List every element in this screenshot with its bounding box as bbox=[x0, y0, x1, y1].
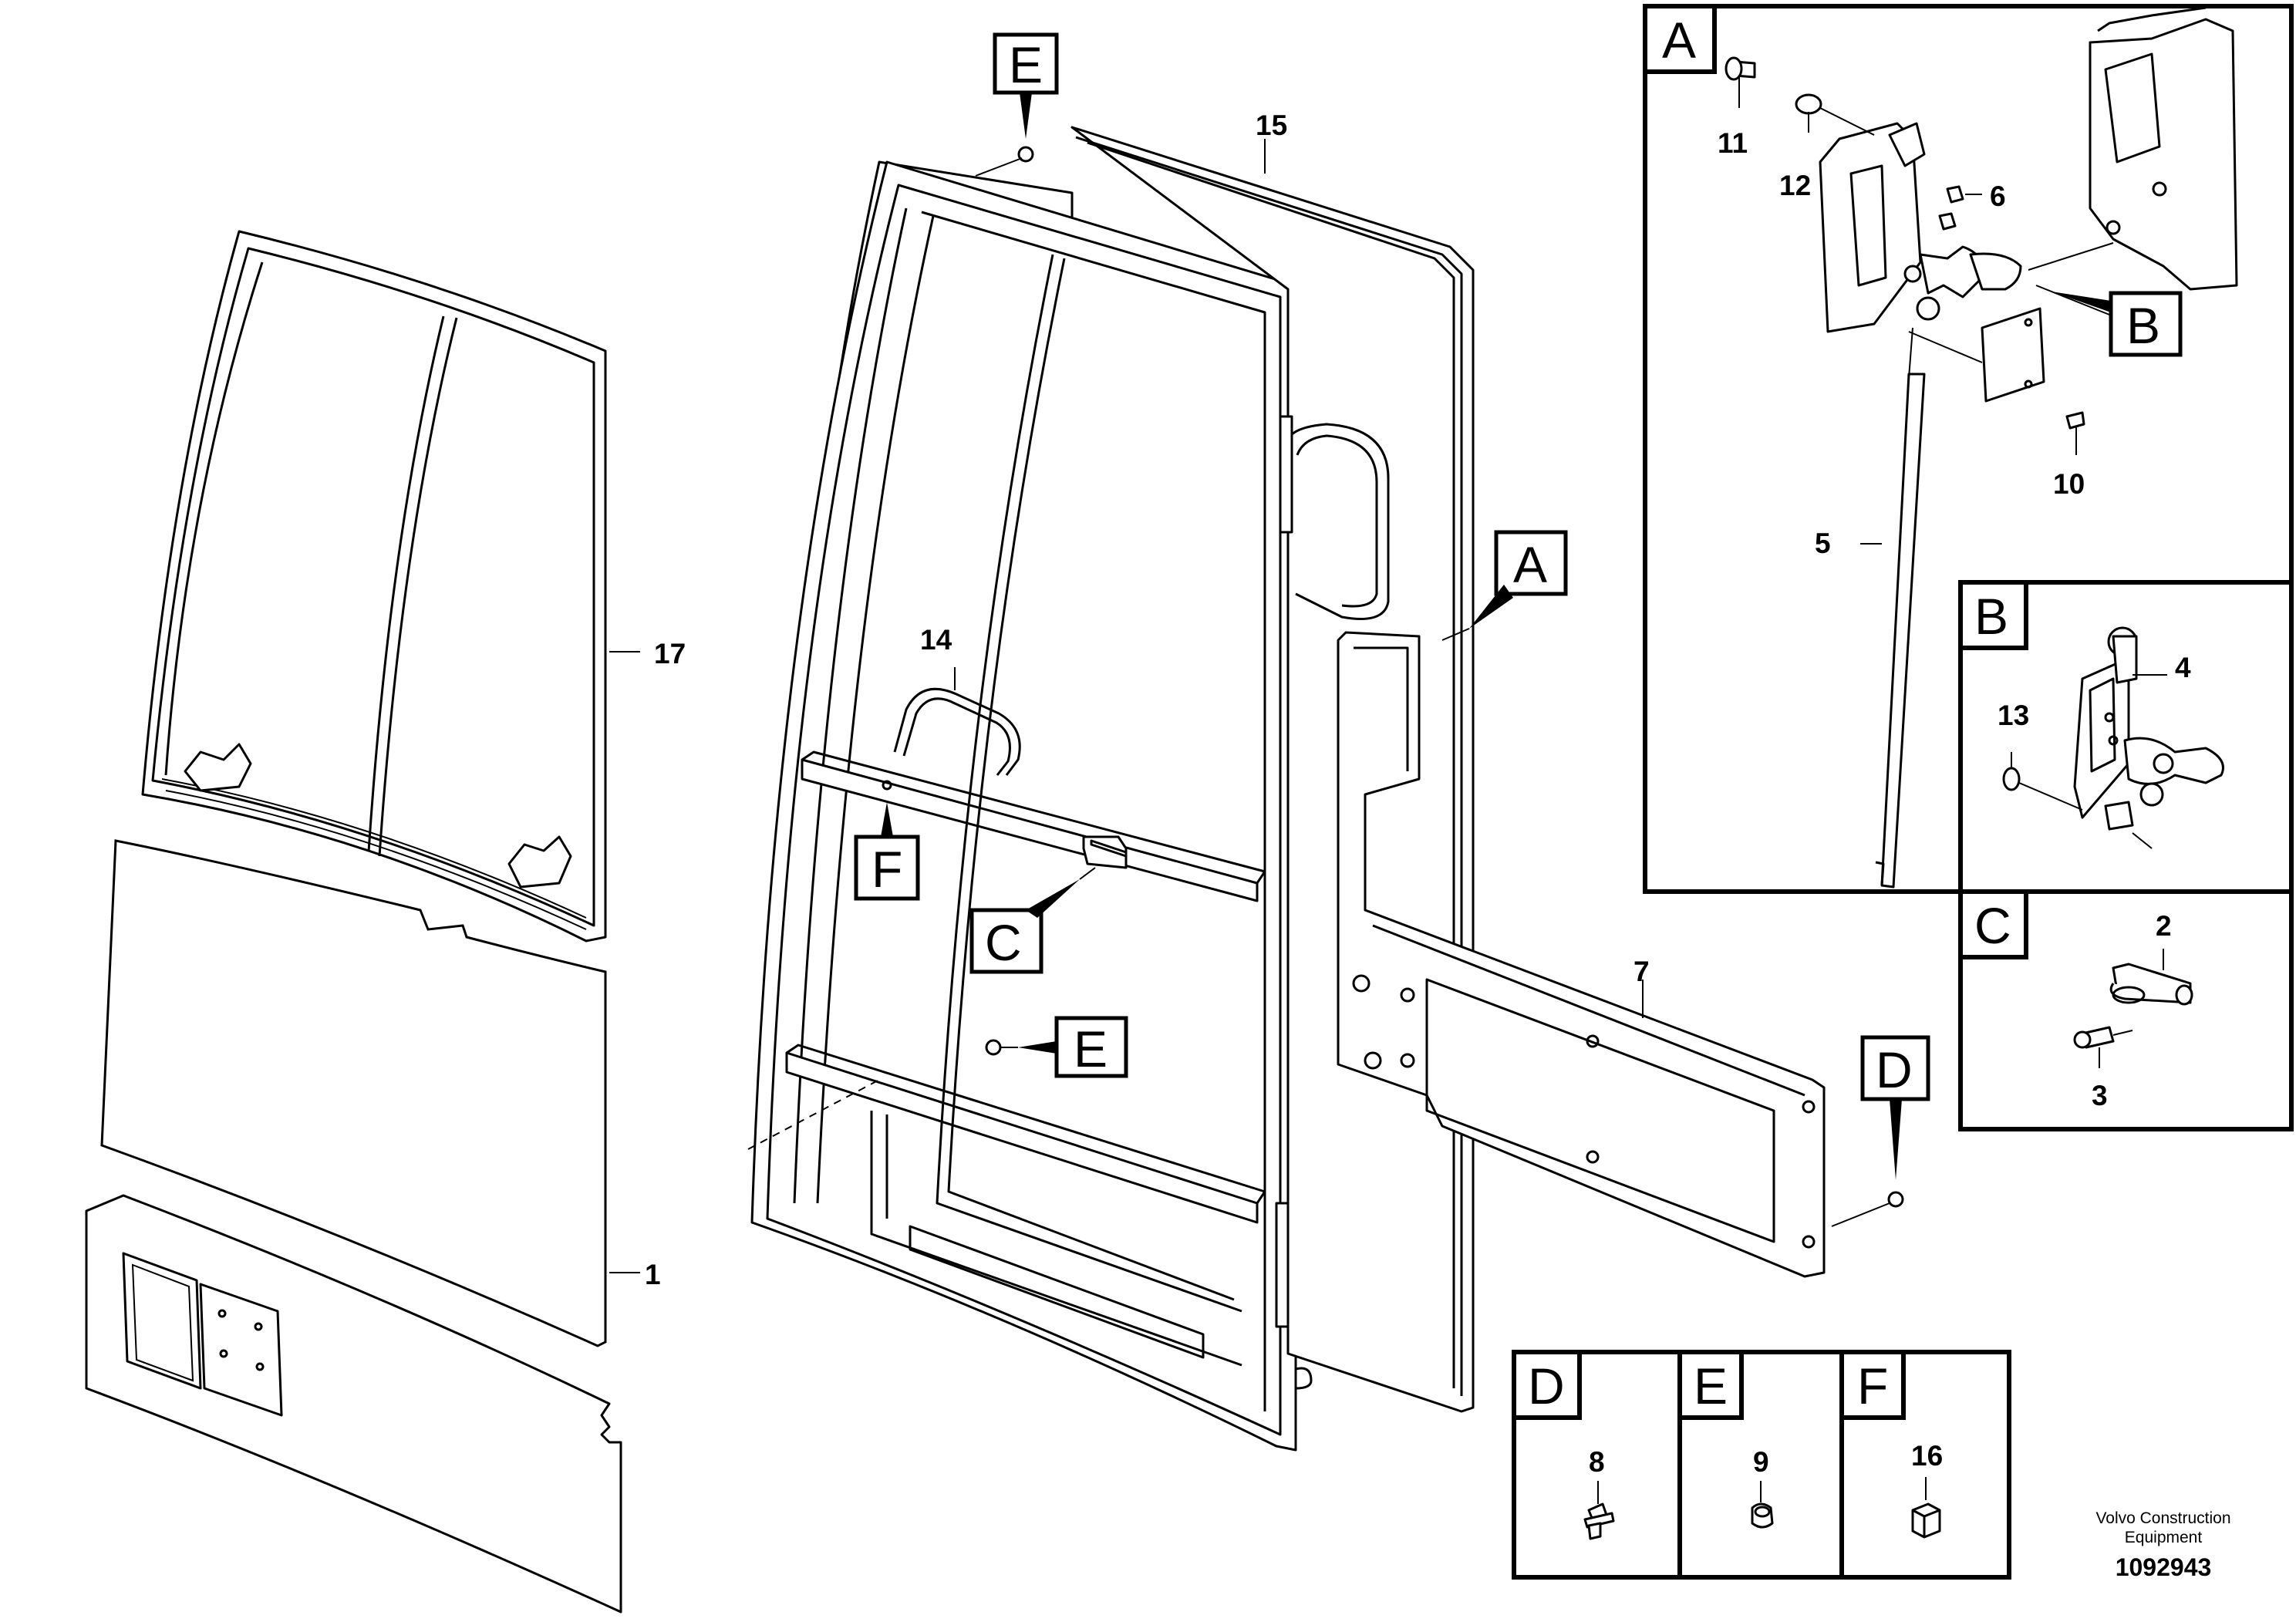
callout-10: 10 bbox=[2053, 468, 2085, 500]
svg-text:A: A bbox=[1662, 12, 1696, 69]
window-latch-left bbox=[184, 743, 252, 792]
lower-door-panel bbox=[85, 1194, 622, 1614]
svg-text:E: E bbox=[1694, 1357, 1728, 1415]
window-latch-right bbox=[507, 835, 572, 889]
detail-view-B: B bbox=[1958, 580, 2294, 894]
brand-line-2: Equipment bbox=[2125, 1529, 2203, 1546]
svg-text:E: E bbox=[1009, 36, 1043, 93]
callout-9: 9 bbox=[1753, 1446, 1769, 1478]
svg-text:C: C bbox=[985, 914, 1022, 971]
callout-2: 2 bbox=[2156, 910, 2172, 942]
callout-15: 15 bbox=[1256, 110, 1287, 141]
callout-13: 13 bbox=[1998, 700, 2029, 731]
callout-11: 11 bbox=[1718, 127, 1748, 159]
detail-view-F: F bbox=[1839, 1350, 2011, 1580]
svg-text:C: C bbox=[1974, 897, 2011, 954]
svg-text:B: B bbox=[2126, 297, 2160, 354]
brand-line-1: Volvo Construction bbox=[2095, 1509, 2230, 1527]
detail-view-E: E bbox=[1677, 1350, 1844, 1580]
lower-glass-panel bbox=[100, 839, 607, 1347]
svg-text:A: A bbox=[1513, 536, 1547, 593]
callout-1: 1 bbox=[645, 1259, 661, 1290]
drawing-number: 1092943 bbox=[2116, 1553, 2212, 1581]
marker-B-in-A: B bbox=[2052, 291, 2183, 357]
door-handle-14 bbox=[893, 687, 1021, 776]
callout-4: 4 bbox=[2175, 652, 2191, 683]
callout-8: 8 bbox=[1589, 1446, 1605, 1478]
lock-cover-7 bbox=[1337, 631, 1826, 1278]
detail-view-C: C bbox=[1958, 889, 2294, 1131]
door-glass-15 bbox=[936, 126, 1475, 1413]
marker-E-main: E bbox=[985, 1016, 1128, 1078]
svg-text:B: B bbox=[1974, 588, 2008, 645]
svg-text:E: E bbox=[1074, 1020, 1108, 1077]
callout-12: 12 bbox=[1779, 170, 1811, 201]
detail-view-D: D bbox=[1512, 1350, 1682, 1580]
callout-14: 14 bbox=[920, 624, 952, 656]
svg-text:F: F bbox=[872, 841, 902, 898]
marker-F-main: F bbox=[854, 780, 920, 901]
svg-text:D: D bbox=[1876, 1041, 1913, 1098]
callout-3: 3 bbox=[2092, 1080, 2108, 1111]
marker-C-main: C bbox=[969, 867, 1096, 974]
door-frame bbox=[747, 160, 1297, 1452]
marker-E-top: E bbox=[975, 32, 1059, 177]
callout-7: 7 bbox=[1633, 956, 1650, 987]
detail-view-A: A bbox=[1643, 4, 2294, 894]
marker-D-main: D bbox=[1831, 1035, 1930, 1227]
sliding-window-assembly bbox=[141, 230, 607, 943]
svg-text:F: F bbox=[1857, 1357, 1888, 1415]
marker-A-main: A bbox=[1441, 530, 1568, 641]
callout-6: 6 bbox=[1990, 180, 2006, 212]
callout-5: 5 bbox=[1815, 528, 1831, 559]
callout-17: 17 bbox=[654, 638, 686, 669]
svg-text:D: D bbox=[1528, 1357, 1565, 1415]
callout-16: 16 bbox=[1911, 1440, 1943, 1472]
